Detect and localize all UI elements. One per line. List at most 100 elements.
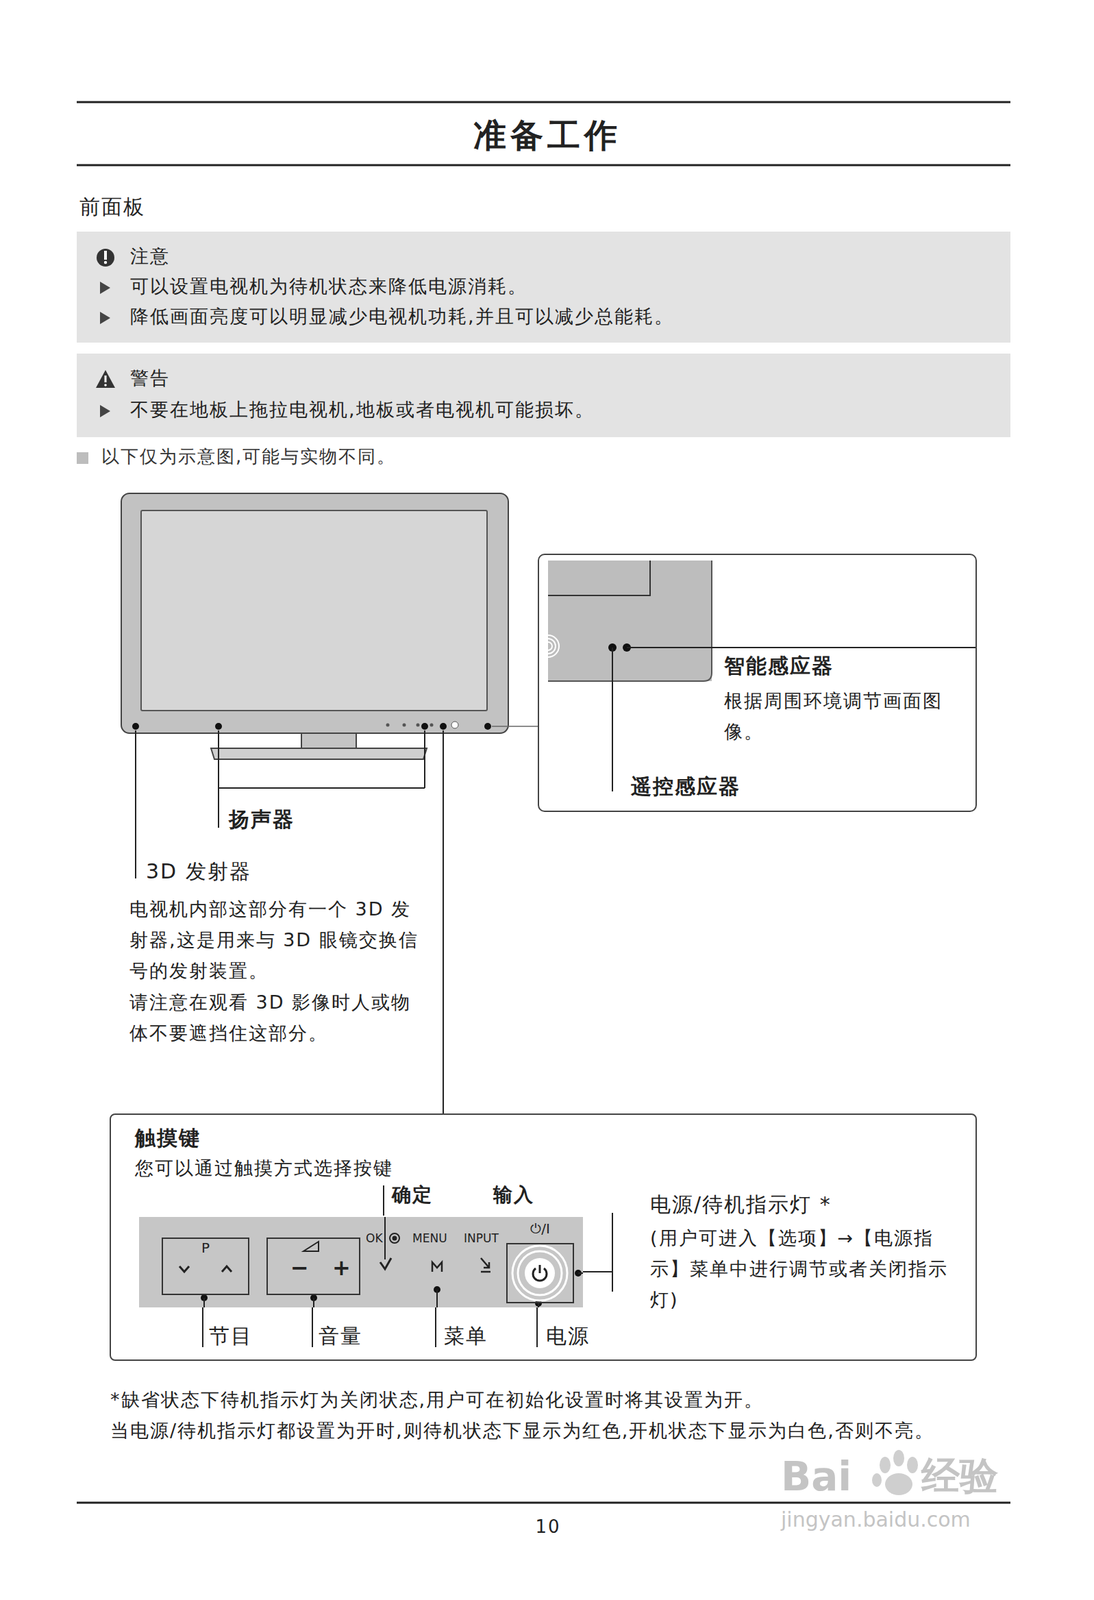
node-graphic: [76, 353, 1011, 438]
node-text: 警告: [130, 365, 170, 390]
node-text: +: [332, 1253, 351, 1283]
watermark: Bai: [780, 1450, 852, 1503]
rule: [76, 1501, 1011, 1504]
watermark-paw: [872, 1449, 918, 1495]
button-leader: [311, 1305, 314, 1347]
button-name: 菜单: [443, 1322, 488, 1349]
node-text: P: [163, 1238, 248, 1257]
power-indicator-leader: [581, 1270, 613, 1273]
paw-toe: [879, 1456, 891, 1473]
node-text: 遥控感应器: [630, 772, 741, 800]
section-heading: 前面板: [79, 193, 146, 220]
tv-touch-button: [430, 723, 434, 727]
menu-symbol: [432, 1261, 442, 1272]
node-text: 智能感应器: [724, 652, 834, 679]
footnote: 当电源/待机指示灯都设置为开时,则待机状态下显示为红色,开机状态下显示为白色,否…: [110, 1414, 967, 1446]
inset-frame: [548, 560, 712, 681]
button-strip: P−+⏻/IOKMENUINPUT: [139, 1216, 583, 1308]
watermark: jingyan.baidu.com: [780, 1505, 971, 1533]
speaker-ripple: [548, 638, 556, 654]
inset-frame-corner: [548, 560, 712, 681]
attention-mark: [104, 250, 107, 260]
tv-neck: [301, 731, 357, 749]
emitter-leader: [134, 730, 137, 879]
node-text: 可以设置电视机为待机状态来降低电源消耗。: [130, 274, 528, 298]
button-name: 输入: [493, 1182, 535, 1208]
node-graphic: [507, 1244, 576, 1305]
power-indicator-leader: [611, 1212, 614, 1292]
attention-mark: [104, 260, 107, 264]
paw-toe: [872, 1472, 882, 1487]
ok-leader: [384, 1216, 386, 1260]
inset-leader: [491, 725, 538, 727]
bullet-triangle: [100, 311, 111, 325]
ok-symbol: [389, 1233, 400, 1243]
tv-marker-dot: [484, 722, 492, 730]
page-title: 准备工作: [0, 113, 1094, 157]
footnote: *缺省状态下待机指示灯为关闭状态,用户可在初始化设置时将其设置为开。: [110, 1383, 981, 1415]
tv-touch-button: [402, 723, 407, 727]
speaker-bracket: [218, 787, 425, 789]
tv-marker-dot: [421, 722, 429, 730]
rule: [76, 101, 1011, 104]
tv-screen: [141, 510, 488, 711]
rule: [76, 164, 1011, 167]
part-name: 3D 发射器: [145, 857, 252, 885]
tv-touch-button: [386, 723, 390, 727]
sensor-leader: [626, 646, 977, 649]
button-leader: [537, 1302, 540, 1308]
tv-frame: [121, 493, 509, 733]
tv-marker-dot: [439, 722, 447, 730]
power-glow: [524, 1257, 555, 1288]
warning-mark: [104, 375, 107, 383]
bullet-triangle: [100, 281, 111, 294]
tv-stand-base: [210, 748, 427, 760]
paw-pad: [885, 1472, 913, 1495]
paw-toe: [893, 1449, 905, 1466]
tv-power-button: [451, 721, 459, 729]
note-panel: 注意可以设置电视机为待机状态来降低电源消耗。降低画面亮度可以明显减少电视机功耗,…: [76, 231, 1011, 343]
part-name: 电源/待机指示灯 *: [650, 1190, 832, 1218]
node-text: −: [290, 1253, 309, 1283]
power-glow: [517, 1250, 562, 1295]
power-symbol: [539, 1264, 542, 1273]
button-leader: [536, 1305, 538, 1347]
speaker-ripple: [548, 641, 553, 651]
part-description: (用户可进入【选项】→【电源指示】菜单中进行调节或者关闭指示灯): [650, 1222, 973, 1315]
node-text: 根据周围环境调节画面图像。: [724, 685, 964, 747]
volume-button: −+: [266, 1237, 361, 1295]
speaker-leader: [424, 730, 426, 788]
speaker-leader: [217, 730, 220, 828]
ok-symbol: [392, 1235, 398, 1241]
warning-icon: [95, 369, 116, 388]
button-leader: [313, 1297, 315, 1308]
button-leader: [203, 1297, 205, 1308]
power-glow: [512, 1245, 568, 1301]
part-description: 请注意在观看 3D 影像时人或物体不要遮挡住这部分。: [129, 986, 425, 1049]
figure-note: 以下仅为示意图,可能与实物不同。: [101, 445, 396, 469]
sensor-inset: 智能感应器根据周围环境调节画面图像。遥控感应器: [537, 553, 977, 812]
tv-marker-dot: [215, 722, 222, 730]
paw-toe: [906, 1456, 918, 1473]
power-indicator-leader: [578, 1272, 583, 1274]
chevron-down: [179, 1265, 190, 1272]
inset-screen-corner: [548, 560, 651, 596]
attention-icon: [96, 248, 115, 267]
button-name: 电源: [545, 1322, 590, 1349]
ok-check: [380, 1257, 392, 1269]
node-text: MENU: [412, 1230, 448, 1246]
node-text: OK: [365, 1230, 383, 1246]
tv-touch-button: [416, 723, 420, 727]
button-leader: [202, 1305, 204, 1347]
button-leader: [436, 1289, 438, 1308]
button-name: 确定: [391, 1182, 433, 1208]
tv-marker-dot: [132, 722, 140, 730]
node-text: 触摸键: [134, 1124, 201, 1151]
channel-button: P: [161, 1237, 250, 1295]
button-leader: [434, 1305, 437, 1347]
warning-mark: [104, 383, 107, 387]
node-text: 不要在地板上拖拉电视机,地板或者电视机可能损坏。: [130, 397, 595, 422]
volume-symbol: [303, 1241, 319, 1251]
touch-leader: [442, 730, 444, 1114]
